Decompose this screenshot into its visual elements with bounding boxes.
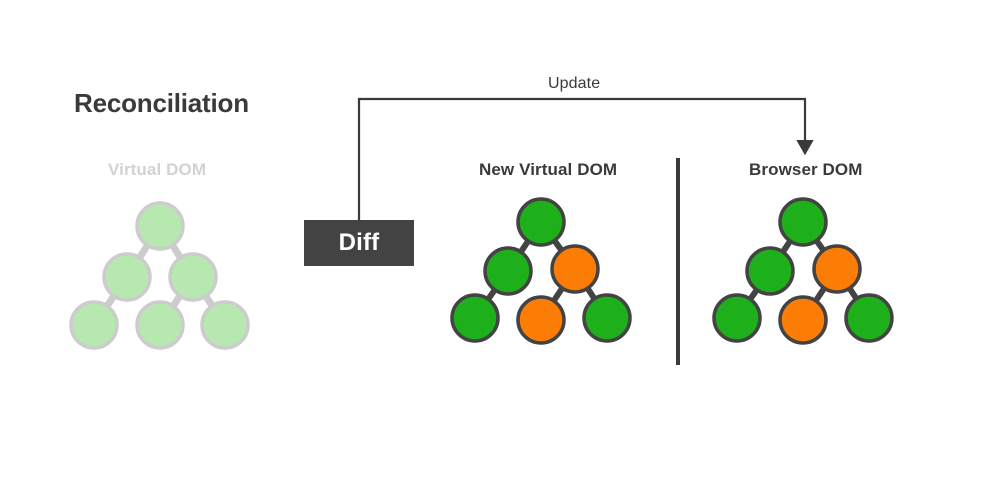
tree-node-child-left	[745, 246, 795, 296]
tree-edge	[505, 219, 544, 274]
tree-node-child-left	[483, 246, 533, 296]
tree-edge	[800, 266, 840, 323]
tree-edge	[90, 273, 131, 329]
tree-edge	[572, 266, 610, 321]
tree-node-leaf-1	[712, 293, 762, 343]
tree-node-leaf-3	[582, 293, 632, 343]
tree-node-leaf-2	[778, 295, 828, 345]
tree-edge	[156, 222, 197, 281]
tree-edge	[800, 219, 840, 272]
tree-node-root	[516, 197, 566, 247]
tree-node-leaf-2	[516, 295, 566, 345]
virtual-dom-label: Virtual DOM	[108, 160, 207, 179]
update-arrow	[357, 97, 814, 220]
browser-dom-label: Browser DOM	[749, 160, 863, 179]
tree-node-child-left	[102, 252, 152, 302]
tree-node-leaf-1	[450, 293, 500, 343]
tree-edge	[538, 219, 578, 272]
tree-edge	[538, 266, 578, 323]
tree-edge	[834, 266, 872, 321]
tree-node-child-right	[550, 244, 600, 294]
tree-edge	[472, 268, 511, 321]
page-title: Reconciliation	[74, 88, 249, 118]
tree-node-leaf-3	[200, 300, 250, 350]
browser-dom-tree	[712, 197, 894, 345]
tree-node-leaf-1	[69, 300, 119, 350]
virtual-dom-tree	[69, 201, 250, 350]
tree-edge	[123, 222, 164, 281]
new-virtual-dom-label: New Virtual DOM	[479, 160, 618, 179]
tree-node-leaf-3	[844, 293, 894, 343]
tree-edge	[156, 273, 197, 329]
tree-node-child-right	[812, 244, 862, 294]
diff-box-label: Diff	[338, 229, 380, 256]
tree-edge	[189, 273, 229, 329]
tree-node-leaf-2	[135, 300, 185, 350]
tree-edge	[767, 219, 806, 274]
update-arrow-label: Update	[548, 75, 601, 92]
tree-edge	[734, 268, 773, 321]
tree-node-child-right	[168, 252, 218, 302]
tree-node-root	[135, 201, 185, 251]
tree-node-root	[778, 197, 828, 247]
new-virtual-dom-tree	[450, 197, 632, 345]
diff-box[interactable]: Diff	[304, 220, 414, 266]
